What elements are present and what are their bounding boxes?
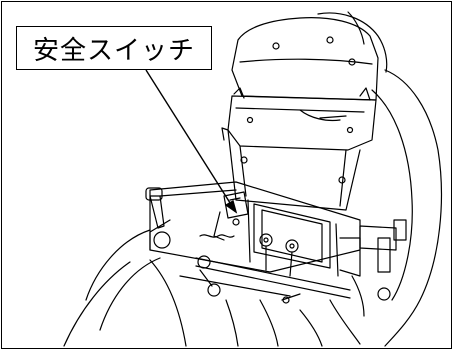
frame-plate (149, 181, 361, 273)
knob (285, 239, 299, 253)
lever-knob (153, 231, 171, 249)
seat-back (231, 17, 379, 101)
rail (253, 203, 331, 269)
hull-outline-left (85, 229, 151, 301)
callout-text: 安全スイッチ (32, 35, 195, 66)
leader-arrowhead (224, 199, 238, 214)
bolt (348, 58, 356, 66)
hull-outline-right-inner (371, 89, 413, 301)
lever (149, 195, 165, 229)
leader-line (145, 69, 233, 207)
hull-outline-right (384, 69, 443, 347)
safety-switch (223, 191, 249, 219)
callout-label: 安全スイッチ (16, 26, 212, 70)
seat-lower (227, 129, 361, 211)
bolt (326, 36, 334, 44)
bolt (272, 42, 280, 50)
hull-curve-top (317, 12, 388, 73)
